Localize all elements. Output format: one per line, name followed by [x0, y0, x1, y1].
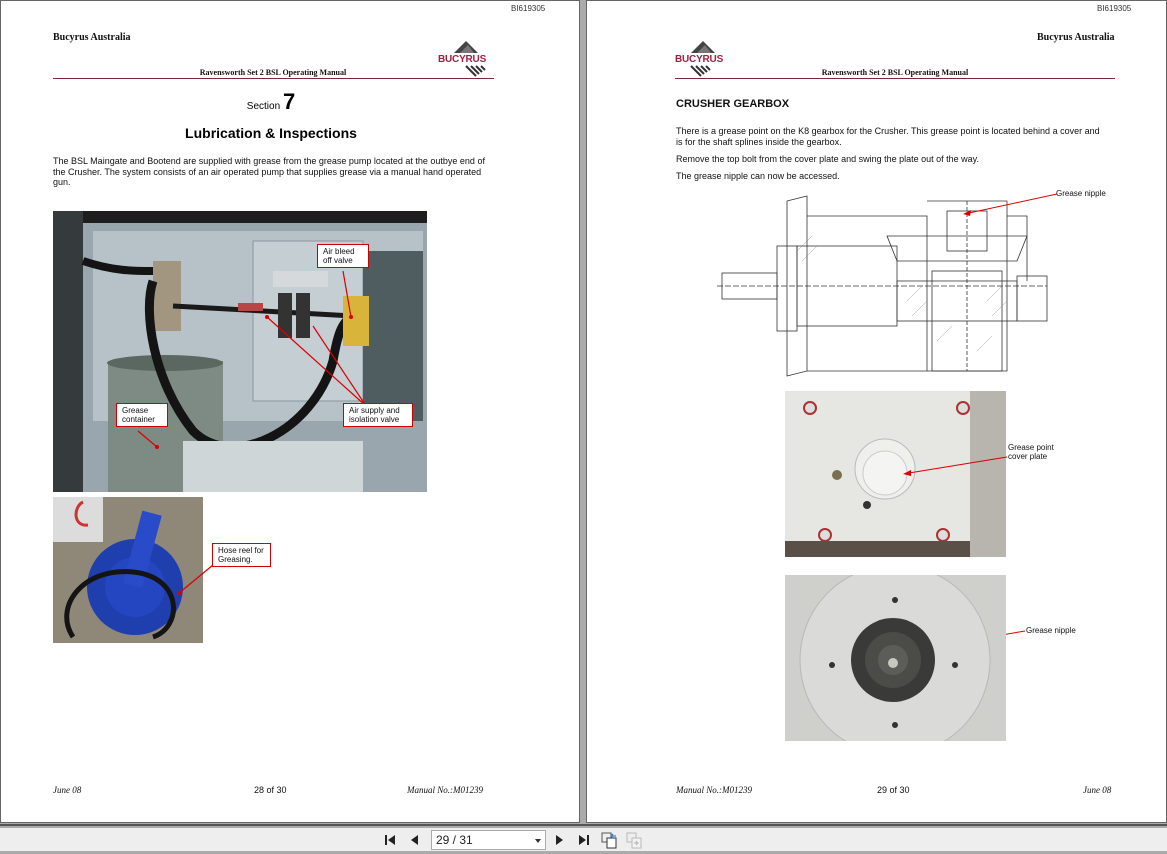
company-name: Bucyrus Australia [53, 32, 131, 43]
logo-text: BUCYRUS [675, 54, 724, 65]
chevron-down-icon [535, 839, 541, 843]
crusher-gearbox-heading: CRUSHER GEARBOX [676, 98, 790, 110]
footer-page-number: 29 of 30 [877, 785, 910, 795]
previous-view-button[interactable] [601, 831, 619, 849]
bucyrus-logo: BUCYRUS [675, 41, 733, 77]
section-prefix: Section [246, 101, 281, 112]
hose-reel-photo [53, 497, 203, 643]
cover-plate-label: Grease point cover plate [1008, 443, 1054, 461]
paragraph-2: Remove the top bolt from the cover plate… [676, 154, 980, 164]
logo-text: BUCYRUS [438, 54, 487, 65]
page-29: BI619305 Bucyrus Australia BUCYRUS Raven… [586, 0, 1167, 823]
callout-hose-reel: Hose reel for Greasing. [212, 543, 271, 567]
manual-title: Ravensworth Set 2 BSL Operating Manual [821, 68, 969, 77]
gearbox-cross-section-diagram [717, 193, 1057, 377]
footer-manual-number: Manual No.:M01239 [676, 785, 752, 795]
bucyrus-logo: BUCYRUS [438, 41, 496, 77]
company-name: Bucyrus Australia [1037, 32, 1115, 43]
next-view-button[interactable] [626, 831, 644, 849]
paragraph-3: The grease nipple can now be accessed. [676, 171, 840, 181]
previous-view-icon [601, 832, 617, 849]
grease-pump-image [53, 211, 427, 492]
callout-air-bleed: Air bleed off valve [317, 244, 369, 268]
last-page-button[interactable] [576, 833, 592, 847]
callout-grease-container: Grease container [116, 403, 168, 427]
prev-page-icon [411, 835, 418, 845]
page-number-select[interactable]: 29 / 31 [431, 830, 546, 850]
footer-date: June 08 [53, 785, 82, 795]
intro-paragraph: The BSL Maingate and Bootend are supplie… [53, 156, 485, 187]
previous-page-button[interactable] [407, 833, 423, 847]
grease-nipple-label: Grease nipple [1026, 626, 1076, 635]
document-viewer: BI619305 Bucyrus Australia BUCYRUS Raven… [0, 0, 1167, 826]
callout-air-supply: Air supply and isolation valve [343, 403, 413, 427]
next-page-button[interactable] [551, 833, 567, 847]
first-page-icon [385, 835, 395, 845]
footer-page-number: 28 of 30 [254, 785, 287, 795]
hose-reel-image [53, 497, 203, 643]
footer-date: June 08 [1083, 785, 1112, 795]
page-indicator: 29 / 31 [436, 833, 473, 847]
paragraph-1: There is a grease point on the K8 gearbo… [676, 126, 1100, 147]
section-label: Section 7 [1, 89, 541, 115]
next-page-icon [556, 835, 563, 845]
cover-plate-photo [785, 391, 1006, 557]
diagram-grease-nipple-label: Grease nipple [1056, 189, 1106, 198]
document-id: BI619305 [1097, 4, 1132, 13]
next-view-icon [626, 832, 642, 849]
logo-mountain-icon [690, 41, 715, 77]
logo-mountain-icon [454, 41, 486, 77]
grease-nipple-photo [785, 575, 1006, 741]
header-rule [675, 78, 1115, 79]
cover-plate-image [785, 391, 1006, 557]
first-page-button[interactable] [383, 833, 399, 847]
navigation-toolbar: 29 / 31 [0, 828, 1167, 851]
manual-title: Ravensworth Set 2 BSL Operating Manual [199, 68, 347, 77]
grease-pump-photo: Air bleed off valve Grease container Air… [53, 211, 427, 492]
page-28: BI619305 Bucyrus Australia BUCYRUS Raven… [0, 0, 580, 823]
last-page-icon [579, 835, 589, 845]
header-rule [53, 78, 494, 79]
footer-manual-number: Manual No.:M01239 [407, 785, 483, 795]
section-number: 7 [282, 89, 296, 114]
section-heading: Lubrication & Inspections [185, 125, 357, 141]
document-id: BI619305 [511, 4, 546, 13]
grease-nipple-image [785, 575, 1006, 741]
